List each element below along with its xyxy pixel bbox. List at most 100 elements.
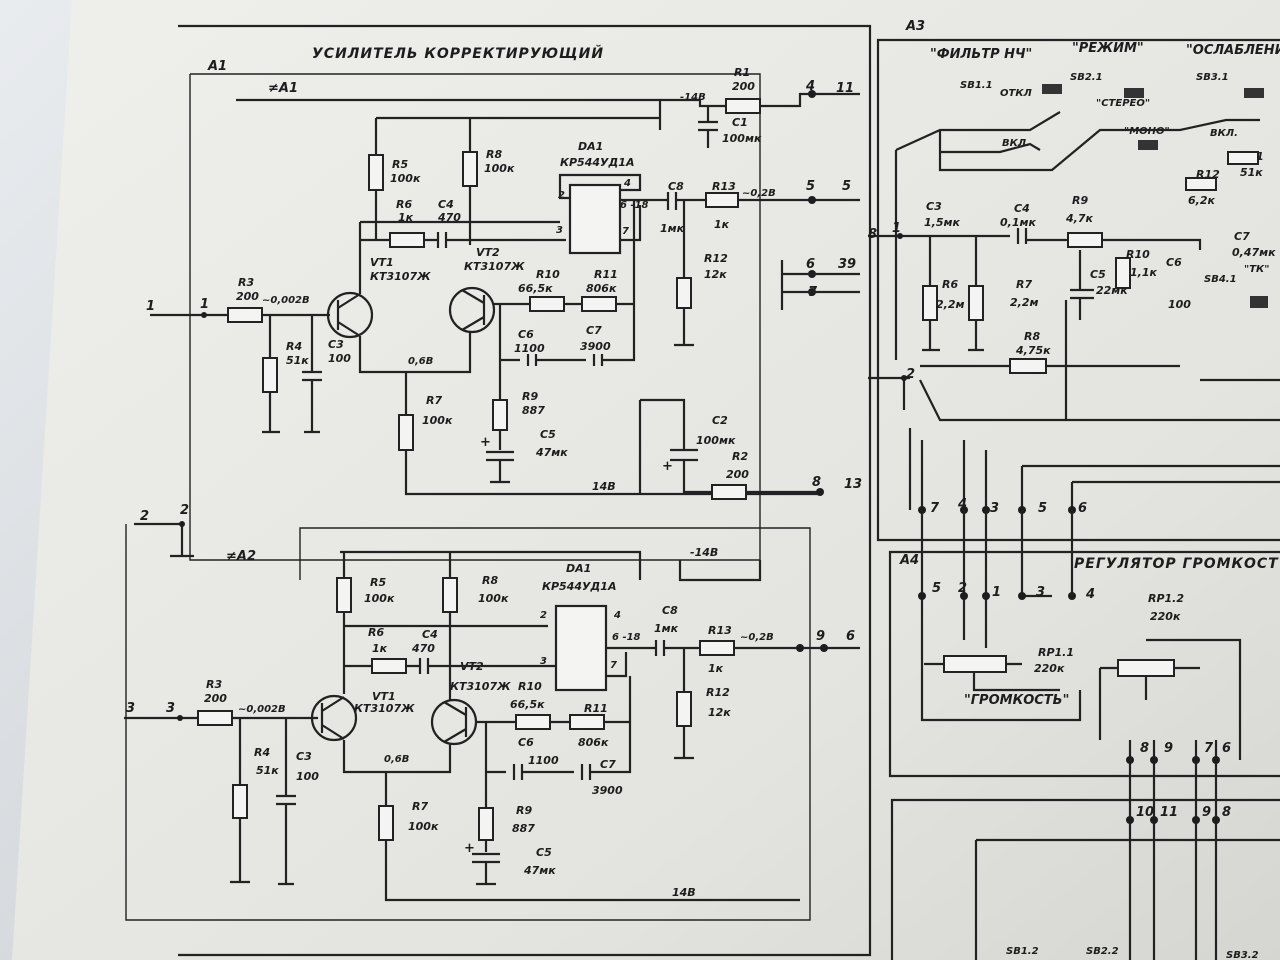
ch1-vt2-value: КТ3107Ж xyxy=(464,260,525,273)
ch1-c4-name: C4 xyxy=(438,198,454,211)
a3-c4-name: C4 xyxy=(1014,202,1030,215)
ch2-c5-name: C5 xyxy=(536,846,552,859)
ch2-r7 xyxy=(378,805,394,841)
ch1-c3-name: C3 xyxy=(328,338,344,351)
a3-r11-value: 51к xyxy=(1240,166,1263,179)
ch1-r12-name: R12 xyxy=(704,252,728,265)
ch2-c3-value: 100 xyxy=(296,770,319,783)
ch2-c7-value: 3900 xyxy=(592,784,623,797)
a3-r7-value: 2,2м xyxy=(1010,296,1038,309)
ch2-da1-value: КР544УД1А xyxy=(542,580,616,593)
ch1-r13-name: R13 xyxy=(712,180,736,193)
ch2-r13 xyxy=(699,640,735,656)
ch1-r10 xyxy=(529,296,565,312)
a3-header-atten: "ОСЛАБЛЕНИ xyxy=(1186,43,1280,58)
ch2-r4 xyxy=(232,784,248,819)
ch1-node6: 6 xyxy=(806,257,815,272)
ch2-r7-value: 100к xyxy=(408,820,439,833)
a4-pin8a: 8 xyxy=(1140,741,1149,756)
ch2-r10 xyxy=(515,714,551,730)
ch1-node5a: 5 xyxy=(806,179,815,194)
a3-sb11-knob xyxy=(1042,84,1062,94)
ch2-r3 xyxy=(197,710,233,726)
ch1-c5-plus: + xyxy=(480,435,491,450)
a4-pin10: 10 xyxy=(1136,805,1154,820)
ch2-c8-value: 1мк xyxy=(654,622,679,635)
ch2-node6: 6 xyxy=(846,629,855,644)
a3-pin5: 5 xyxy=(1038,501,1047,516)
ch2-r7-name: R7 xyxy=(412,800,428,813)
ch1-c1-name: C1 xyxy=(732,116,748,129)
ch1-r8-value: 100к xyxy=(484,162,515,175)
a3-sb41: SB4.1 xyxy=(1204,274,1237,285)
a3-header-mode: "РЕЖИМ" xyxy=(1072,41,1144,56)
ch1-r6 xyxy=(389,232,425,248)
a4-pin5: 5 xyxy=(932,581,941,596)
a3-r7-name: R7 xyxy=(1016,278,1032,291)
ch1-vt2 xyxy=(448,286,496,334)
ch2-r11 xyxy=(569,714,605,730)
ch1-c2-plus: + xyxy=(662,459,673,474)
ch1-gnd-edge: 2 xyxy=(140,509,149,524)
a4-pin9a: 9 xyxy=(1164,741,1173,756)
ch2-r13-value: 1к xyxy=(708,662,724,675)
ch1-vout: ~0,2В xyxy=(742,188,776,199)
a3-r6-value: 2,2м xyxy=(936,298,964,311)
a4-pin7: 7 xyxy=(1204,741,1214,756)
ch1-r5 xyxy=(368,154,384,191)
ch1-pin3: 3 xyxy=(556,225,563,236)
a3-pin4: 4 xyxy=(957,497,967,512)
ch2-c5-value: 47мк xyxy=(523,864,556,877)
ch2-r9 xyxy=(478,807,494,841)
a3-sb21-knob xyxy=(1124,88,1144,98)
a3-r9-name: R9 xyxy=(1072,194,1088,207)
ch2-c3-name: C3 xyxy=(296,750,312,763)
ch2-vin: ~0,002В xyxy=(238,704,286,715)
ch1-in-edge: 1 xyxy=(146,299,155,314)
ch1-da1-value: КР544УД1А xyxy=(560,156,634,169)
a4-pin4: 4 xyxy=(1085,587,1095,602)
a3-c6-value: 100 xyxy=(1168,298,1191,311)
ch2-r12-name: R12 xyxy=(706,686,730,699)
ch2-r9-value: 887 xyxy=(512,822,535,835)
a3-r6 xyxy=(922,285,938,321)
ch2-r10-value: 66,5к xyxy=(510,698,545,711)
a1-label: A1 xyxy=(207,59,227,74)
a4-pin11: 11 xyxy=(1160,805,1178,820)
ch1-r3-name: R3 xyxy=(238,276,254,289)
a3-node2: 2 xyxy=(906,367,915,382)
a3-pin7: 7 xyxy=(930,501,940,516)
a3-c7-value: 0,47мк xyxy=(1232,246,1276,259)
ch2-r8-name: R8 xyxy=(482,574,498,587)
ch1-pin4: 4 xyxy=(623,178,631,189)
ch2-r5 xyxy=(336,577,352,613)
paper xyxy=(12,0,1280,960)
a3-r8 xyxy=(1009,358,1047,374)
a3-tk: "ТК" xyxy=(1244,264,1269,275)
ch1-vemit: 0,6В xyxy=(408,356,433,367)
ch1-c5-name: C5 xyxy=(540,428,556,441)
a3-node8: 8 xyxy=(868,227,877,242)
a3-stereo: "СТЕРЕО" xyxy=(1096,98,1150,109)
ch2-r12 xyxy=(676,691,692,727)
a3-vkl1: ВКЛ. xyxy=(1002,138,1030,149)
a3-c4-value: 0,1мк xyxy=(1000,216,1036,229)
ch1-c7-value: 3900 xyxy=(580,340,611,353)
ch1-r11-name: R11 xyxy=(594,268,618,281)
ch1-r8-name: R8 xyxy=(486,148,502,161)
a4-pin3: 3 xyxy=(1036,585,1045,600)
ch1-r13-value: 1к xyxy=(714,218,730,231)
ch2-r6-value: 1к xyxy=(372,642,388,655)
ch1-r5-value: 100к xyxy=(390,172,421,185)
channel2-circuit: 3 3 R3 200 ~0,002В R4 51к C3 100 VT1 КТ3… xyxy=(124,524,860,921)
ch2-c6-name: C6 xyxy=(518,736,534,749)
a4-rp12 xyxy=(1117,659,1175,677)
ch1-c8-value: 1мк xyxy=(660,222,685,235)
ch2-vt1-name: VT1 xyxy=(372,690,396,703)
ch1-r6-name: R6 xyxy=(396,198,412,211)
ch2-r3-value: 200 xyxy=(204,692,227,705)
a3-mono-knob xyxy=(1138,140,1158,150)
a3-vkl2: ВКЛ. xyxy=(1210,128,1238,139)
